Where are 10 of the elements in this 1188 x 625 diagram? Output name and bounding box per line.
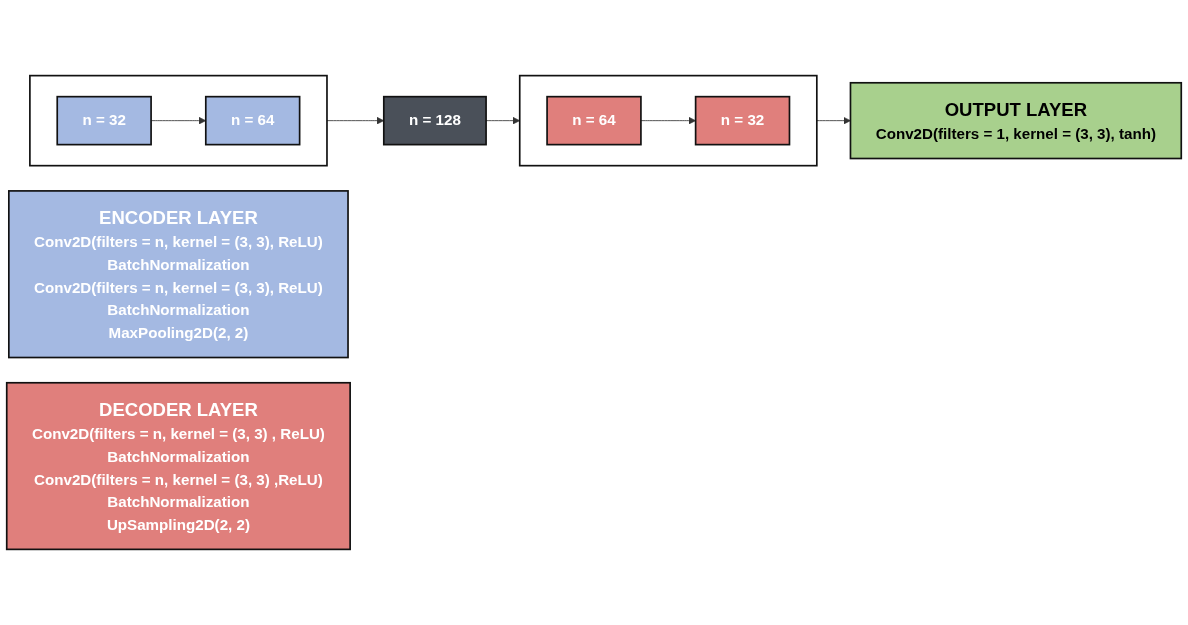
node-box: n = 32 [694, 95, 791, 146]
node-box: OUTPUT LAYER Conv2D(filters = 1, kernel = (3, 3), tanh) [849, 81, 1183, 160]
node-box: n = 64 [546, 95, 642, 146]
node-box: ENCODER LAYER Conv2D(filters = n, kernel = (3, 3), ReLU) BatchNormalization Conv2D(filters = n, kernel = (3, 3), ReLU) BatchNormalization MaxPooling2D(2, 2) [8, 190, 349, 359]
node-box: n = 128 [382, 95, 487, 146]
cluster [518, 74, 818, 167]
node-box: DECODER LAYER Conv2D(filters = n, kernel = (3, 3) , ReLU) BatchNormalization Conv2D(filters = n, kernel = (3, 3) ,ReLU) BatchNormalization UpSampling2D(2, 2) [5, 381, 351, 551]
node-box: n = 64 [204, 95, 301, 146]
cluster [29, 74, 328, 167]
node-box: n = 32 [56, 95, 152, 146]
